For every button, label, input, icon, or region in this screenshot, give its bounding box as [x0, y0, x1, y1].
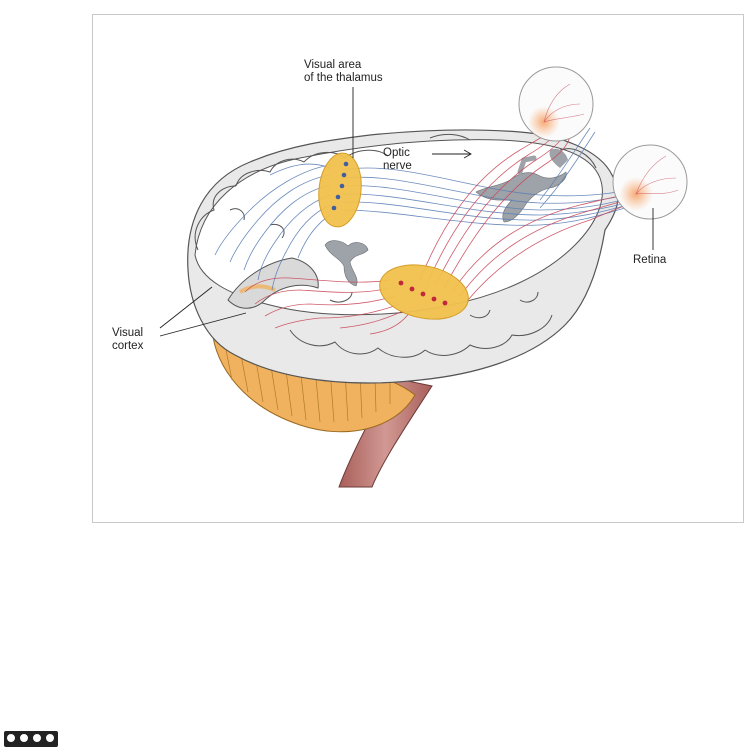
- optic-nerve-label: Optic nerve: [383, 147, 412, 173]
- eye-upper: [518, 66, 594, 142]
- blue-fibers: [214, 127, 641, 291]
- optic-arrowhead: [463, 149, 472, 159]
- thalamus-label-line-2: of the thalamus: [304, 72, 383, 84]
- eye-lower: [612, 144, 688, 220]
- cortex-label-line-1: Visual: [112, 327, 144, 339]
- optic-label-line-2: nerve: [383, 160, 412, 172]
- blue-nuclei: [331, 161, 349, 211]
- cortex-pointer-2: [159, 312, 247, 337]
- creative-commons-icon: [4, 731, 58, 747]
- visual-cortex-label: Visual cortex: [112, 327, 143, 353]
- pointer-lines: [159, 87, 654, 337]
- thalamus-label: Visual area of the thalamus: [304, 59, 383, 85]
- thalamus-upper: [318, 152, 362, 228]
- red-nuclei: [398, 280, 448, 306]
- ventricle-left: [324, 240, 369, 287]
- cortex-pointer-1: [159, 286, 213, 329]
- thalamus-label-line-1: Visual area: [304, 59, 362, 71]
- optic-label-line-1: Optic: [383, 147, 410, 159]
- retina-label: Retina: [633, 254, 667, 266]
- gyri-outline: [194, 133, 597, 358]
- ventricle-right: [475, 171, 567, 223]
- cortex-label-line-2: cortex: [112, 340, 144, 352]
- inner-folds: [229, 208, 539, 319]
